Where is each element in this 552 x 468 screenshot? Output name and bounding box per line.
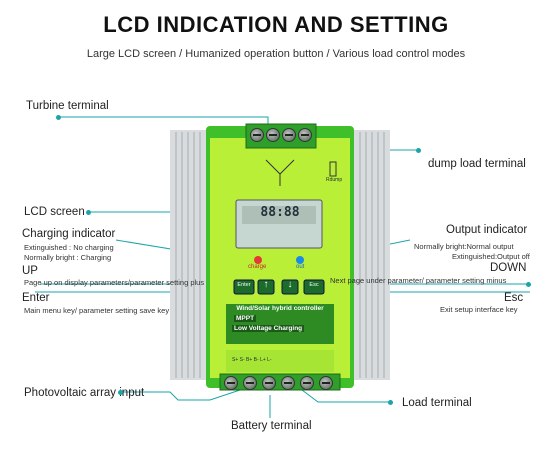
controller-device [170,123,390,391]
pv-input-label: Photovoltaic array input [24,387,145,399]
esc-label: Esc [504,292,524,304]
page-title: LCD INDICATION AND SETTING [103,12,449,37]
enter-label: Enter [22,292,50,304]
terminal-screw [266,128,280,142]
turbine-terminal-label: Turbine terminal [26,100,109,112]
load-terminal-label: Load terminal [402,397,472,409]
up-label: UP [22,265,38,277]
output-indicator-desc2: Extinguished:Output off [452,252,530,261]
terminal-screw [243,376,257,390]
enter-button[interactable]: Enter [237,282,251,288]
callout-dot [416,148,421,153]
model-line1: Wind/Solar hybrid controller [236,305,324,312]
terminal-screw [262,376,276,390]
lcd-digits: 88:88 [260,205,300,220]
led-out-label: out [296,264,305,270]
terminal-screw [281,376,295,390]
up-button[interactable]: ↑ [263,279,269,290]
terminal-screw [300,376,314,390]
terminal-screw [298,128,312,142]
model-line2: MPPT [234,315,257,322]
charging-indicator-desc1: Extinguished : No charging [24,243,114,252]
down-label: DOWN [490,262,527,274]
terminal-screw [224,376,238,390]
charging-indicator-label: Charging indicator [22,228,116,240]
terminal-screw [250,128,264,142]
lcd-screen-label: LCD screen [24,206,85,218]
down-button[interactable]: ↓ [287,279,293,290]
callout-dot [526,282,531,287]
charging-indicator-desc2: Normally bright : Charging [24,253,112,262]
callout-dot [388,400,393,405]
down-desc: Next page under parameter/ parameter set… [330,276,507,285]
callout-dot [56,115,61,120]
battery-terminal-label: Battery terminal [231,420,312,432]
output-indicator-label: Output indicator [446,224,528,236]
led-charge-label: charge [248,264,267,270]
esc-desc: Exit setup interface key [440,305,518,314]
terminal-screw [282,128,296,142]
up-desc: Page up on display parameters/parameter … [24,278,205,287]
terminal-screw [319,376,333,390]
callout-dot [118,390,123,395]
bottom-terminal-labels: S+ S- B+ B- L+ L- [232,357,272,363]
rdump-label: Rdump [326,177,343,183]
esc-button[interactable]: Esc [309,282,319,288]
enter-desc: Main menu key/ parameter setting save ke… [24,306,170,315]
callout-dot [86,210,91,215]
dump-load-terminal-label: dump load terminal [428,158,526,170]
output-indicator-desc1: Normally bright:Normal output [414,242,514,251]
page-subtitle: Large LCD screen / Humanized operation b… [86,48,466,60]
model-line3: Low Voltage Charging [232,325,305,332]
